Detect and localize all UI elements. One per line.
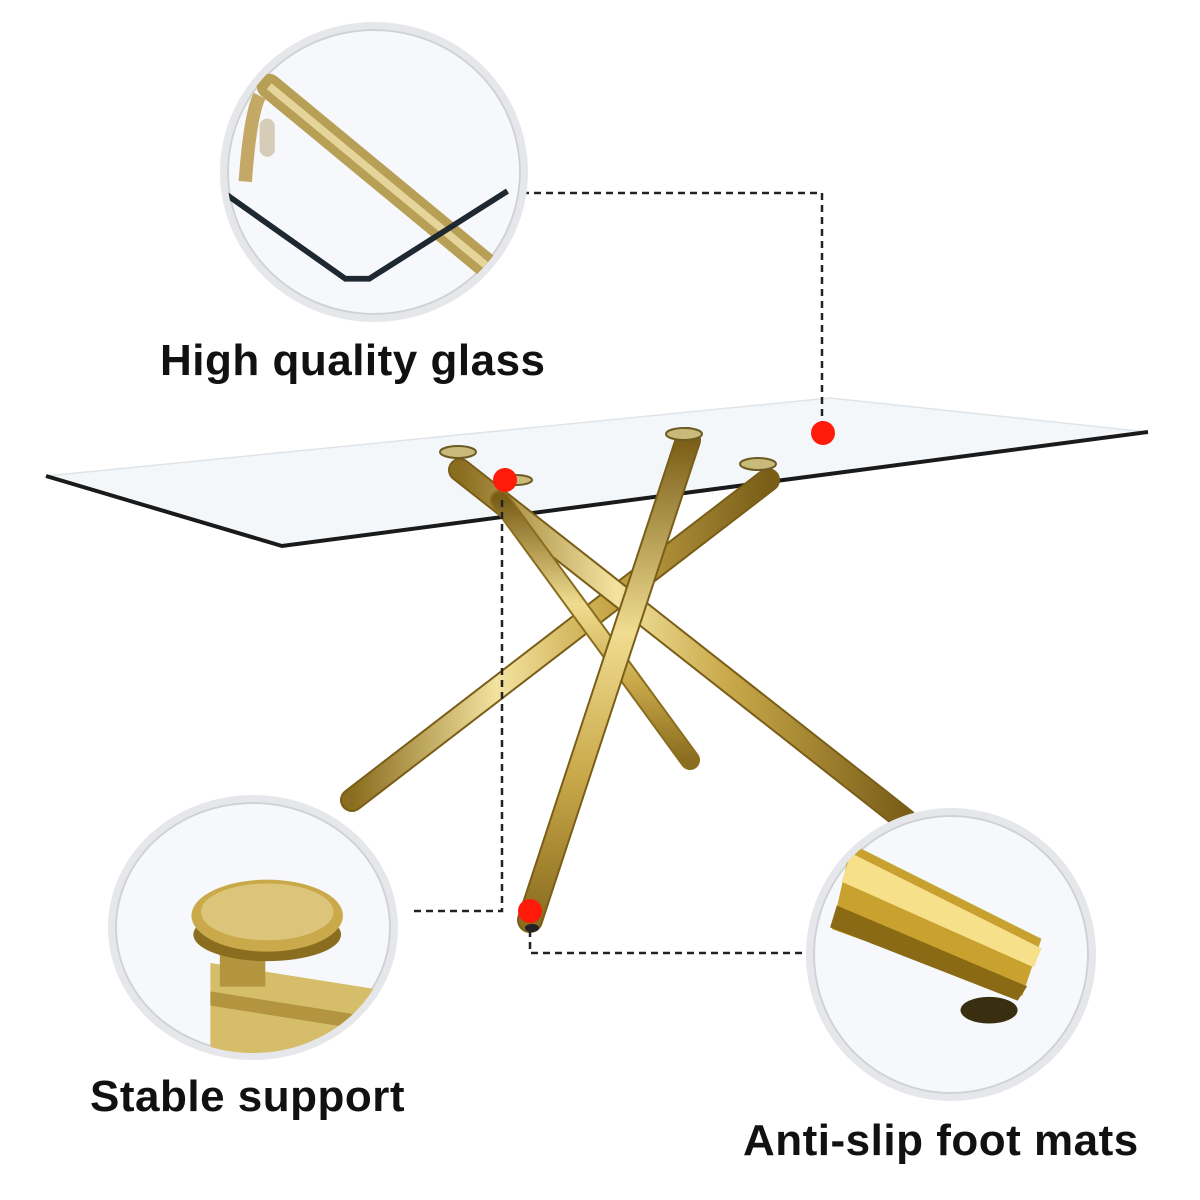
- marker-dot-support: [493, 468, 517, 492]
- marker-dot-glass: [811, 421, 835, 445]
- glass-edge-detail-icon: [220, 22, 528, 322]
- callout-markers: [493, 421, 835, 923]
- glass-tabletop: [45, 397, 1149, 549]
- callout-connectors: [414, 191, 824, 955]
- marker-dot-foot: [518, 899, 542, 923]
- label-anti-slip-foot-mats: Anti-slip foot mats: [743, 1116, 1139, 1165]
- label-high-quality-glass: High quality glass: [160, 336, 546, 385]
- label-stable-support: Stable support: [90, 1072, 406, 1121]
- table-legs: [340, 427, 917, 933]
- mounting-disc-detail-icon: [108, 795, 398, 1060]
- connector-support: [414, 500, 504, 913]
- connector-foot: [528, 930, 806, 955]
- connector-glass: [522, 191, 824, 432]
- leg-foot-detail-icon: [806, 808, 1096, 1101]
